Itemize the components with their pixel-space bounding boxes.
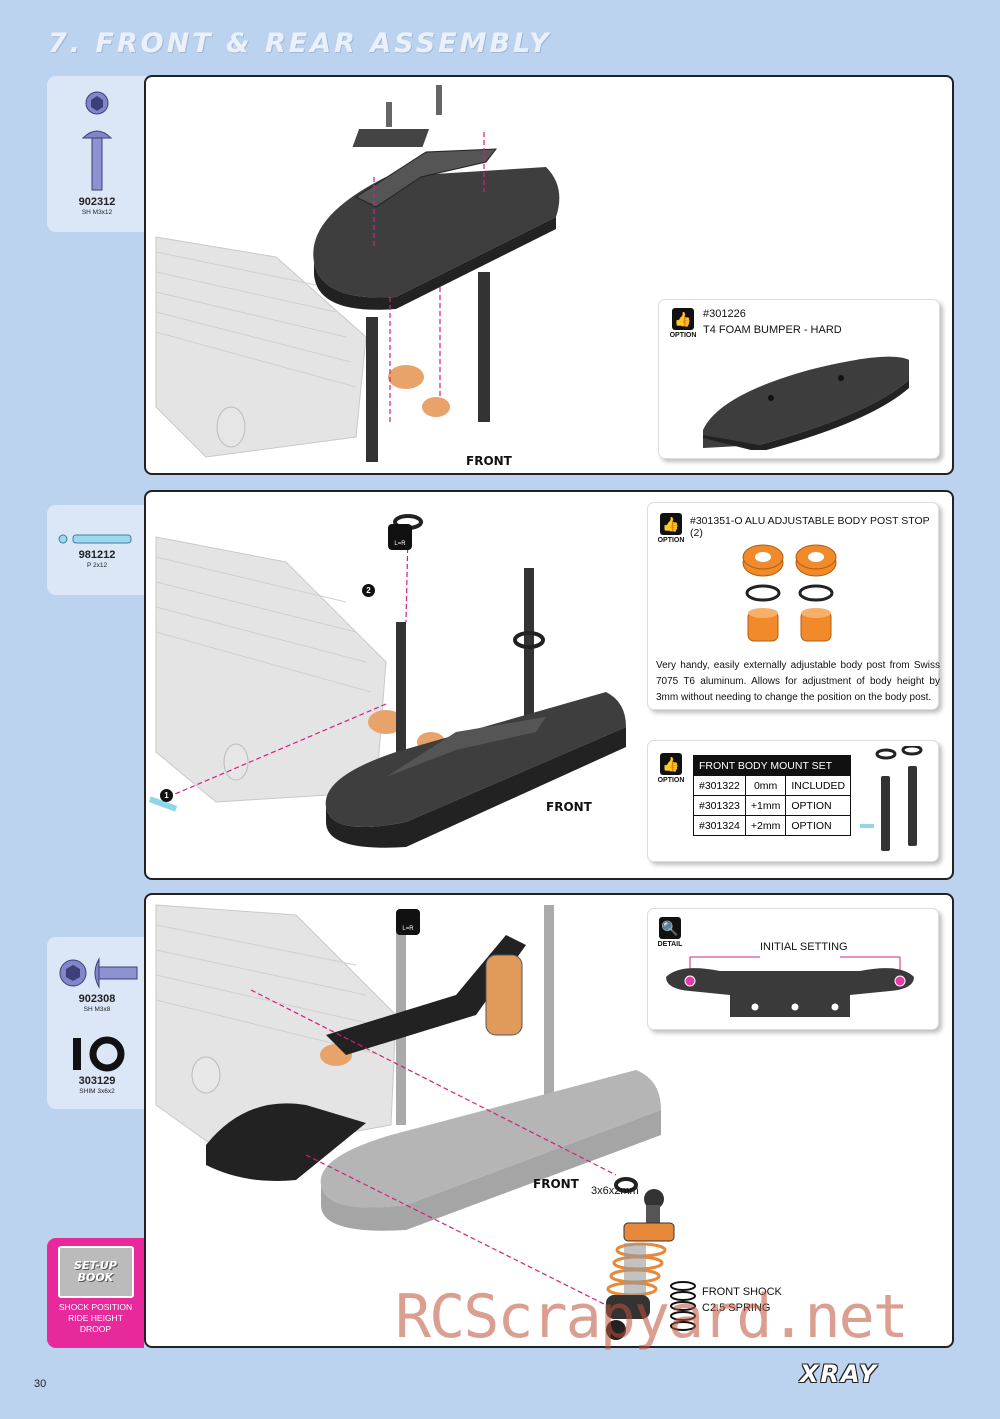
part-code: 981212 xyxy=(78,549,116,561)
front-label: FRONT xyxy=(466,454,512,468)
step-1-panel: FRONT 👍 OPTION #301226 T4 FOAM BUMPER - … xyxy=(144,75,954,475)
part-code: 902308 xyxy=(78,993,116,1005)
front-label: FRONT xyxy=(546,800,592,814)
thumbs-up-icon: 👍 xyxy=(660,753,682,775)
body-mount-table: FRONT BODY MOUNT SET #301322 0mm INCLUDE… xyxy=(692,755,852,836)
part-tab-902308-303129: 902308 SH M3x8 303129 SHIM 3x6x2 xyxy=(47,937,147,1109)
spring-label: C2.5 SPRING xyxy=(702,1302,771,1314)
table-row: #301323 +1mm OPTION xyxy=(693,795,852,816)
detail-card-initial-setting: 🔍 DETAIL INITIAL SETTING xyxy=(647,908,939,1030)
left-equals-right-icon: L=R xyxy=(388,524,412,550)
chassis-illustration xyxy=(155,85,560,462)
front-body-mount-set-card: 👍 OPTION FRONT BODY MOUNT SET #301322 0m… xyxy=(647,740,939,862)
part-desc: SH M3x12 xyxy=(81,209,113,216)
table-row: #301322 0mm INCLUDED xyxy=(693,775,852,796)
foam-bumper-illustration xyxy=(703,356,909,450)
page-title: 7. FRONT & REAR ASSEMBLY xyxy=(48,28,552,59)
table-header: FRONT BODY MOUNT SET xyxy=(692,755,852,776)
setup-line: RIDE HEIGHT xyxy=(68,1313,123,1323)
shock-tower-illustration xyxy=(666,956,914,1017)
chassis-illustration xyxy=(155,904,661,1316)
thumbs-up-icon: 👍 xyxy=(660,513,682,535)
part-desc: SH M3x8 xyxy=(83,1006,111,1013)
step-number-2: 2 xyxy=(362,584,375,597)
option-card-body-post-stop: 👍 OPTION #301351-O ALU ADJUSTABLE BODY P… xyxy=(647,502,940,710)
front-label: FRONT xyxy=(533,1177,579,1191)
part-desc: SHIM 3x6x2 xyxy=(79,1088,115,1095)
step-3-panel: L=R FRONT 3x6x2mm FRONT SHOCK C2.5 SPRIN… xyxy=(144,893,954,1348)
part-tab-981212: 981212 P 2x12 xyxy=(47,505,147,595)
part-code: 902312 xyxy=(78,196,116,208)
setup-line: DROOP xyxy=(79,1324,112,1334)
shock-label: FRONT SHOCK xyxy=(702,1286,782,1298)
body-mount-illustration xyxy=(860,746,923,851)
option-card-foam-bumper: 👍 OPTION #301226 T4 FOAM BUMPER - HARD xyxy=(658,299,940,459)
screw-icon xyxy=(59,957,138,989)
option-badge: 👍 OPTION xyxy=(665,308,701,339)
step-number-1: 1 xyxy=(160,789,173,802)
chassis-illustration xyxy=(148,514,626,848)
thumbs-up-icon: 👍 xyxy=(672,308,694,330)
table-row: #301324 +2mm OPTION xyxy=(693,815,852,836)
part-code: 303129 xyxy=(78,1075,116,1087)
page-number: 30 xyxy=(34,1378,47,1390)
post-stop-illustration xyxy=(742,544,837,642)
option-part-name: T4 FOAM BUMPER - HARD xyxy=(703,324,842,336)
setup-line: SHOCK POSITION xyxy=(58,1302,133,1312)
option-badge: 👍 OPTION xyxy=(653,753,689,784)
part-desc: P 2x12 xyxy=(86,562,108,569)
part-tab-902312: 902312 SH M3x12 xyxy=(47,76,147,232)
screw-icon xyxy=(81,91,113,191)
watermark: RCScrapyard.net xyxy=(395,1282,909,1352)
pin-icon xyxy=(58,534,132,544)
brand-logo: XRAY xyxy=(800,1360,879,1388)
left-equals-right-icon: L=R xyxy=(396,909,420,935)
option-badge: 👍 OPTION xyxy=(653,513,689,544)
initial-setting-label: INITIAL SETTING xyxy=(760,941,848,953)
detail-badge: 🔍 DETAIL xyxy=(652,917,688,948)
option-part-number: #301226 xyxy=(703,308,746,320)
shim-size-label: 3x6x2mm xyxy=(591,1185,639,1197)
magnifier-icon: 🔍 xyxy=(659,917,681,939)
spring-illustration xyxy=(670,1281,696,1331)
step-2-panel: 1 2 L=R FRONT 👍 OPTION #301351-O ALU ADJ… xyxy=(144,490,954,880)
option-description: Very handy, easily externally adjustable… xyxy=(656,660,940,703)
option-card-title: #301351-O ALU ADJUSTABLE BODY POST STOP … xyxy=(690,515,930,539)
shim-icon xyxy=(73,1036,125,1072)
front-shock-illustration xyxy=(606,1189,675,1340)
